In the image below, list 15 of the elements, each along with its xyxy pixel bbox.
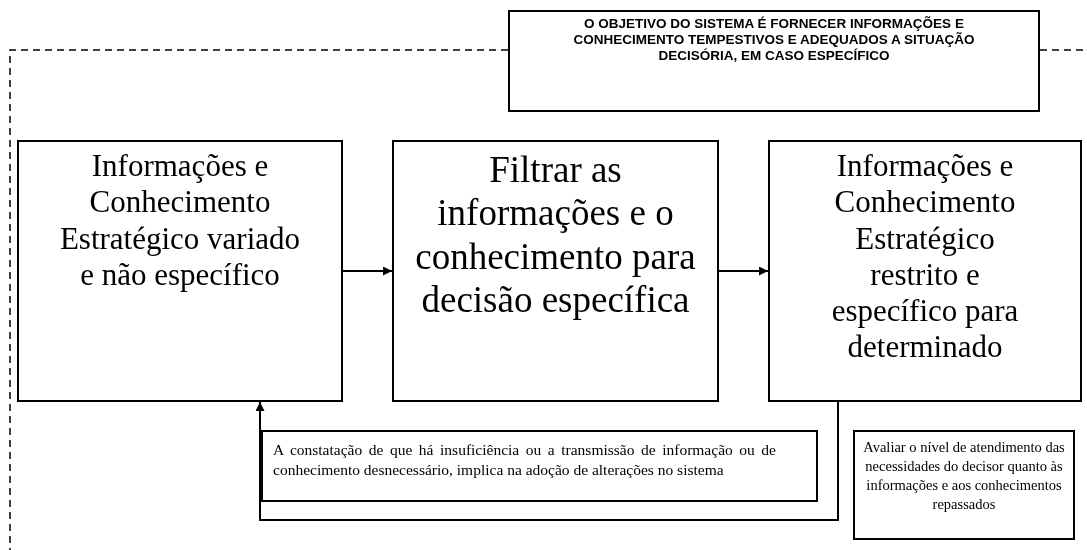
process-box (17, 140, 343, 402)
box-text: Avaliar o nível de atendimento das necessidades do decisor quanto às informações e aos conhecimentos repassados (862, 438, 1066, 514)
box-text: O OBJETIVO DO SISTEMA É FORNECER INFORMAÇÕES E CONHECIMENTO TEMPESTIVOS E ADEQUADOS A SITUAÇÃO DECISÓRIA, EM CASO ESPECÍFICO (572, 16, 976, 65)
box-text: Informações e Conhecimento Estratégico restrito e específico para determinado (830, 148, 1020, 366)
process-box (392, 140, 719, 402)
note-box (261, 430, 818, 502)
arrow (342, 266, 393, 276)
box-text: A constatação de que há insuficiência ou a transmissão de informação ou de conhecimento desnecessário, implica na adoção de alterações no sistema (273, 440, 776, 481)
box-text: Filtrar as informações e o conhecimento para decisão específica (414, 148, 697, 322)
box-text: Informações e Conhecimento Estratégico variado e não específico (59, 148, 301, 294)
objective-box (508, 10, 1040, 112)
process-box (768, 140, 1082, 402)
arrow (255, 401, 839, 521)
arrow (718, 266, 769, 276)
note-box (853, 430, 1075, 540)
